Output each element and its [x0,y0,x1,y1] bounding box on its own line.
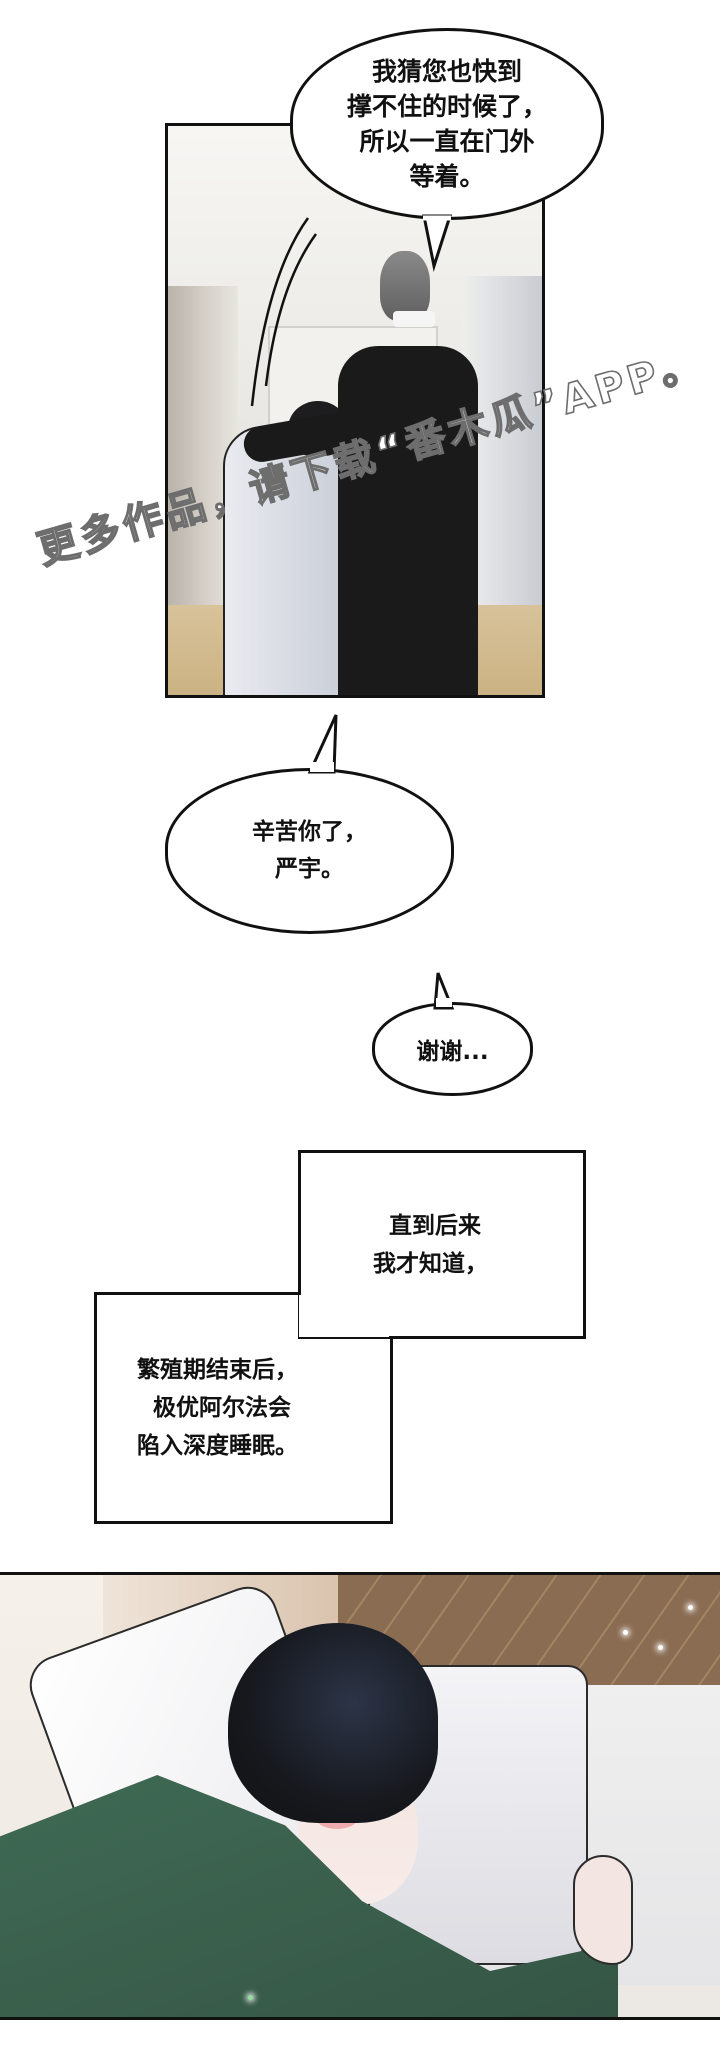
speech-tail [422,214,453,272]
bubble-text-line: 辛苦你了， [252,819,367,845]
butler-collar [393,311,435,327]
caption-join [299,1295,389,1337]
caption-text-line: 极优阿尔法会 [153,1395,291,1421]
bubble-text-line: 我猜您也快到 [371,57,522,86]
caption-text-line: 陷入深度睡眠。 [137,1433,298,1459]
dark-hair [228,1623,438,1823]
speech-tail-cover [310,762,334,772]
sparkle-icon [623,1630,628,1635]
bubble-text-line: 撑不住的时候了， [346,92,547,121]
butler-gray-hair [380,251,430,321]
sparkle-icon [688,1605,693,1610]
speech-tail [307,714,338,774]
caption-text-line: 我才知道， [373,1250,488,1277]
narration-caption-1: 直到后来 我才知道， [298,1150,586,1339]
speech-bubble-thanks-long: 辛苦你了， 严宇。 [165,768,454,934]
bubble-text-line: 严宇。 [275,856,344,882]
hand-on-pillow [573,1855,633,1965]
speech-bubble-butler: 我猜您也快到 撑不住的时候了， 所以一直在门外 等着。 [290,28,604,220]
comic-panel-sleeping [0,1572,720,2020]
sparkle-icon [248,1995,253,2000]
speech-tail-cover [436,998,452,1007]
comic-panel-hallway [165,123,545,698]
bubble-text-line: 所以一直在门外 [359,127,535,156]
motion-lines-icon [250,217,318,407]
caption-text-line: 繁殖期结束后， [137,1357,298,1383]
caption-text-line: 直到后来 [389,1212,481,1239]
bubble-text-line: 谢谢... [416,1039,489,1065]
bubble-text-line: 等着。 [409,162,485,191]
sparkle-icon [658,1645,663,1650]
speech-bubble-thanks-short: 谢谢... [372,1002,533,1096]
figure-butler-suit [338,346,478,695]
